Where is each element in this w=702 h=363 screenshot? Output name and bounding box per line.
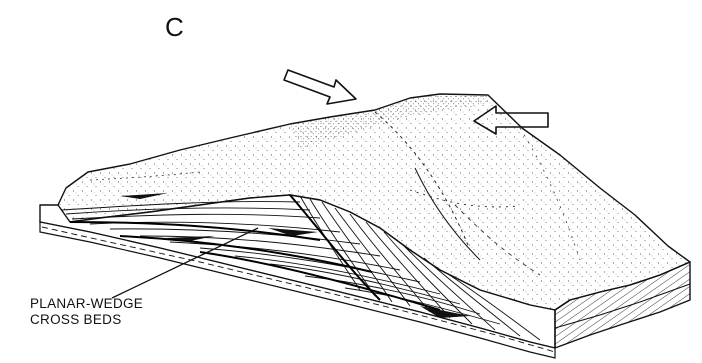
label-line-1: PLANAR-WEDGE bbox=[30, 296, 143, 312]
wind-arrow-left-icon bbox=[284, 70, 356, 104]
label-line-2: CROSS BEDS bbox=[30, 312, 143, 328]
cross-beds-label: PLANAR-WEDGE CROSS BEDS bbox=[30, 296, 143, 328]
panel-letter: C bbox=[165, 12, 184, 43]
